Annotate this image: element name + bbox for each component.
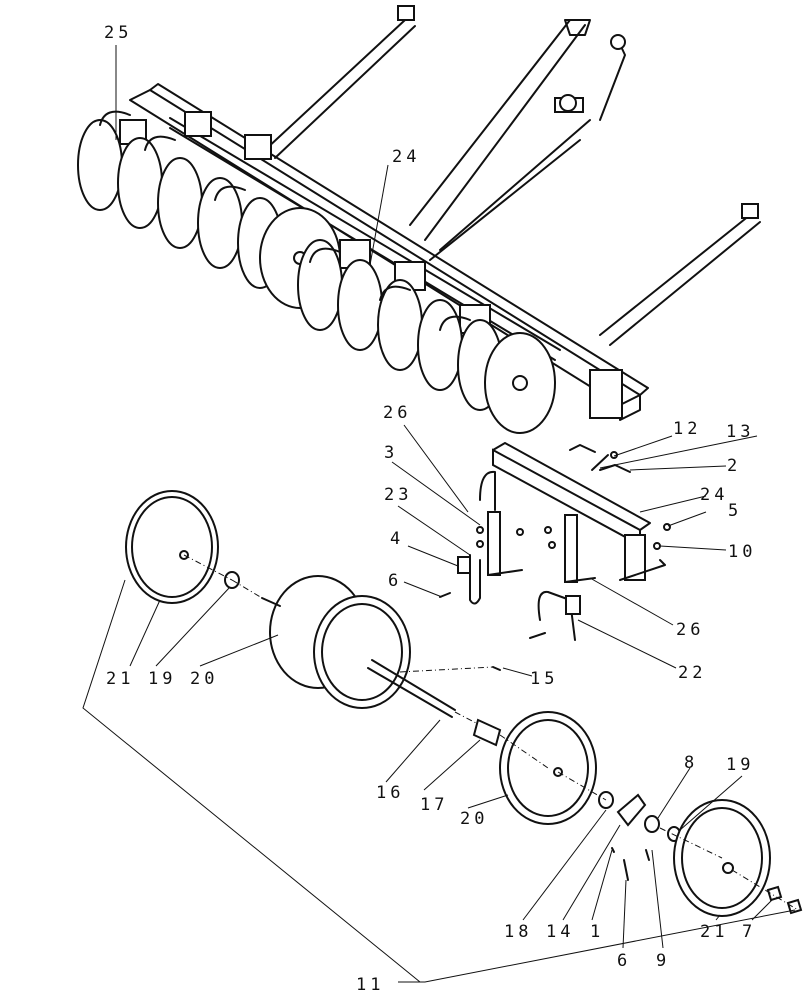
bracket-subassembly [439,442,671,641]
leader-lines [82,45,796,983]
roller-assembly [125,490,803,917]
callout-6-bolt: 6 [617,951,631,971]
callout-26-plate: 26 [676,620,704,640]
callout-11: 11 [356,975,384,995]
callout-19: 19 [148,669,176,689]
callout-15: 15 [530,669,558,689]
callout-2: 2 [727,456,741,476]
callout-24-bracket: 24 [700,485,728,505]
callout-19-bushing: 19 [726,755,754,775]
callout-26: 26 [383,403,411,423]
callout-25: 25 [104,23,132,43]
callout-1: 1 [590,922,604,942]
callout-20: 20 [190,669,218,689]
callout-9: 9 [656,951,670,971]
callout-3: 3 [384,443,398,463]
callout-4: 4 [390,529,404,549]
callout-20-wheel: 20 [460,809,488,829]
callout-21: 21 [106,669,134,689]
callout-7: 7 [742,922,756,942]
callout-22: 22 [678,663,706,683]
callout-5: 5 [728,501,742,521]
callout-23: 23 [384,485,412,505]
upper-roller-row [77,119,556,434]
callout-8: 8 [684,753,698,773]
callout-18: 18 [504,922,532,942]
callout-6: 6 [388,571,402,591]
callout-13: 13 [726,422,754,442]
main-frame-assembly [77,5,761,434]
callout-21-wheel: 21 [700,922,728,942]
callout-24: 24 [392,147,420,167]
callout-17: 17 [420,795,448,815]
callout-16: 16 [376,783,404,803]
callout-10: 10 [728,542,756,562]
callout-12: 12 [673,419,701,439]
callout-14: 14 [546,922,574,942]
callout-labels: 25 24 26 12 13 3 2 23 24 5 4 10 6 26 22 … [104,23,756,995]
